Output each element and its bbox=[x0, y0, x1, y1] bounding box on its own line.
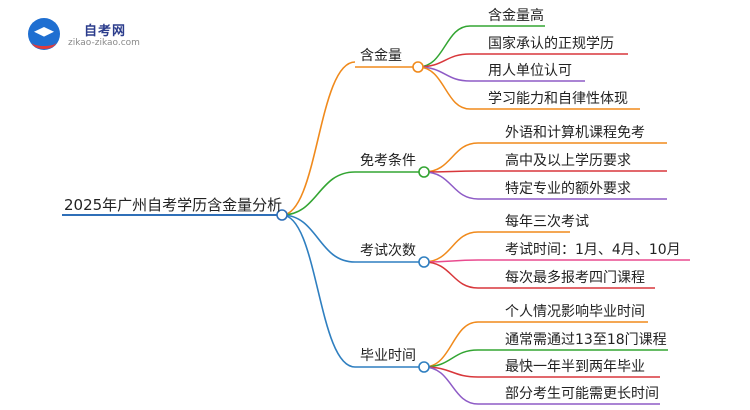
edge-root-b1 bbox=[281, 61, 356, 216]
b1-node bbox=[412, 61, 424, 73]
b4-node bbox=[418, 361, 430, 373]
branch-label-2[interactable]: 免考条件 bbox=[360, 153, 416, 169]
logo-title: 自考网 bbox=[84, 24, 127, 39]
leaf-2-3[interactable]: 特定专业的额外要求 bbox=[505, 181, 631, 197]
leaf-4-4[interactable]: 部分考生可能需更长时间 bbox=[505, 386, 659, 402]
b2-node bbox=[418, 166, 430, 178]
leaf-1-1[interactable]: 含金量高 bbox=[488, 8, 544, 24]
edge-root-b3 bbox=[281, 214, 356, 263]
leaf-4-2[interactable]: 通常需通过13至18门课程 bbox=[505, 332, 667, 348]
leaf-1-2[interactable]: 国家承认的正规学历 bbox=[488, 36, 614, 52]
leaf-2-1[interactable]: 外语和计算机课程免考 bbox=[505, 125, 645, 141]
logo-url: zikao-zikao.com bbox=[68, 38, 140, 48]
leaf-1-3[interactable]: 用人单位认可 bbox=[488, 63, 572, 79]
leaf-3-1[interactable]: 每年三次考试 bbox=[505, 214, 589, 230]
edge-root-b2 bbox=[281, 171, 356, 216]
leaf-2-2[interactable]: 高中及以上学历要求 bbox=[505, 153, 631, 169]
root-node bbox=[276, 209, 288, 221]
graduation-cap-icon bbox=[28, 18, 60, 50]
leaf-3-2[interactable]: 考试时间：1月、4月、10月 bbox=[505, 242, 681, 258]
leaf-3-3[interactable]: 每次最多报考四门课程 bbox=[505, 270, 645, 286]
root-topic[interactable]: 2025年广州自考学历含金量分析 bbox=[64, 196, 283, 214]
leaf-4-1[interactable]: 个人情况影响毕业时间 bbox=[505, 304, 645, 320]
branch-label-4[interactable]: 毕业时间 bbox=[360, 348, 416, 364]
branch-label-1[interactable]: 含金量 bbox=[360, 48, 402, 64]
b3-node bbox=[418, 256, 430, 268]
branch-label-3[interactable]: 考试次数 bbox=[360, 243, 416, 259]
leaf-1-4[interactable]: 学习能力和自律性体现 bbox=[488, 91, 628, 107]
leaf-4-3[interactable]: 最快一年半到两年毕业 bbox=[505, 359, 645, 375]
site-logo[interactable]: 自考网 zikao-zikao.com bbox=[28, 18, 168, 52]
edge-root-b4 bbox=[281, 214, 356, 368]
